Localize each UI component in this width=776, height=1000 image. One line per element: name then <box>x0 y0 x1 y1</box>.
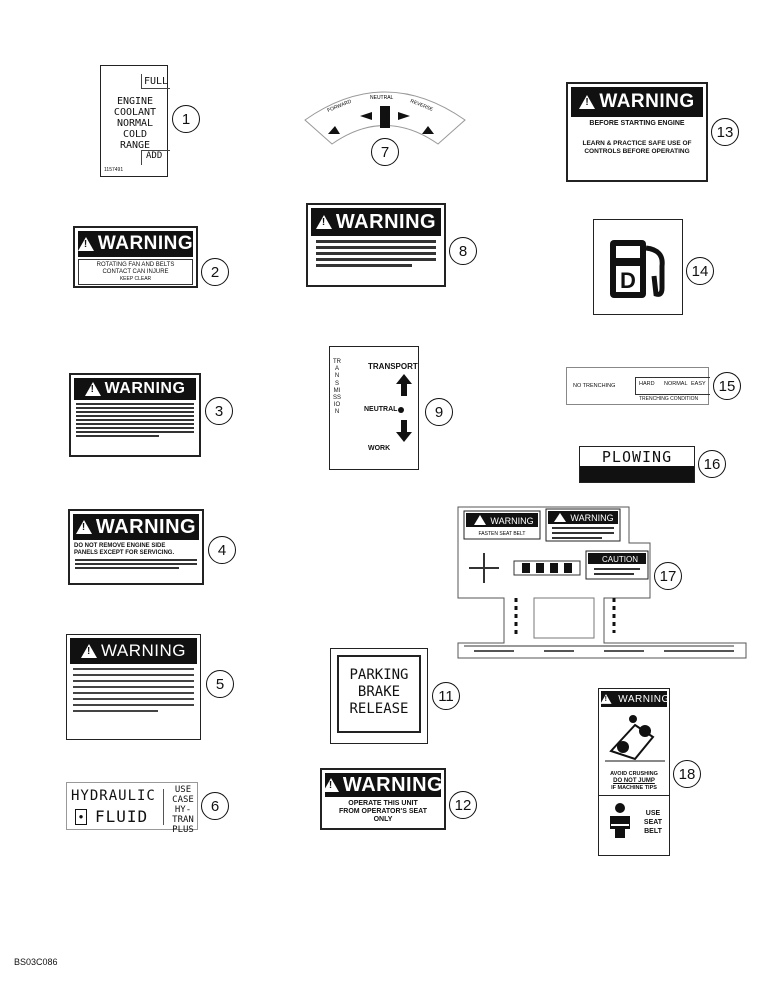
fuel-pump-icon: D <box>610 240 665 298</box>
warning-header: WARNING <box>600 691 669 707</box>
warning-triangle-icon <box>322 778 339 792</box>
warning-decal-2: WARNING ROTATING FAN AND BELTS CONTACT C… <box>73 226 198 288</box>
callout-14: 14 <box>686 257 714 285</box>
warning-decal-4: WARNING DO NOT REMOVE ENGINE SIDE PANELS… <box>68 509 204 585</box>
do-not-jump-label: DO NOT JUMP <box>613 778 655 784</box>
panel-caution: CAUTION <box>602 555 638 564</box>
figure-code: BS03C086 <box>14 957 58 967</box>
if-machine-tips-label: IF MACHINE TIPS <box>611 785 657 791</box>
trenching-condition-label: TRENCHING CONDITION <box>639 396 699 402</box>
hydraulic-fluid-decal: HYDRAULIC ● FLUID USE CASE HY-TRAN PLUS <box>66 782 198 835</box>
callout-3: 3 <box>205 397 233 425</box>
callout-7: 7 <box>371 138 399 166</box>
coolant-full-label: FULL <box>144 76 169 87</box>
control-panel-decal: WARNING FASTEN SEAT BELT WARNING CAUTION <box>457 506 747 659</box>
fluid-drop-icon: ● <box>75 809 87 825</box>
normal-label: NORMAL <box>664 381 688 387</box>
callout-17: 17 <box>654 562 682 590</box>
callout-6: 6 <box>201 792 229 820</box>
warning-triangle-icon <box>315 215 332 229</box>
diesel-fuel-decal: D <box>593 219 683 315</box>
use-seat-belt-label: USE SEAT BELT <box>643 810 663 835</box>
callout-16: 16 <box>698 450 726 478</box>
transmission-vertical-label: TRANSMISSION <box>333 359 342 416</box>
neutral-dot-icon <box>398 407 404 413</box>
warning-text: ROTATING FAN AND BELTS <box>96 262 175 268</box>
trenching-condition-decal: NO TRENCHING HARD NORMAL EASY TRENCHING … <box>566 367 710 405</box>
easy-label: EASY <box>691 381 706 387</box>
no-trenching-label: NO TRENCHING <box>573 383 616 389</box>
warning-decal-3: WARNING <box>69 373 201 457</box>
warning-header: WARNING <box>571 87 703 117</box>
warning-text: KEEP CLEAR <box>119 276 152 282</box>
warning-header: WARNING <box>74 378 196 400</box>
warning-triangle-icon <box>600 694 612 704</box>
callout-9: 9 <box>425 398 453 426</box>
warning-text: LEARN & PRACTICE SAFE USE OF <box>582 140 692 147</box>
callout-4: 4 <box>208 536 236 564</box>
warning-header: WARNING <box>73 514 199 540</box>
warning-text: PANELS EXCEPT FOR SERVICING. <box>74 550 175 556</box>
callout-13: 13 <box>711 118 739 146</box>
warning-triangle-icon <box>80 644 97 658</box>
warning-decal-12: WARNING OPERATE THIS UNIT FROM OPERATOR'… <box>320 768 446 830</box>
warning-text: FROM OPERATOR'S SEAT <box>338 808 427 815</box>
down-arrow-icon <box>396 420 412 442</box>
warning-header: WARNING <box>311 208 441 236</box>
warning-header: WARNING <box>77 231 193 257</box>
coolant-add-label: ADD <box>146 151 163 161</box>
work-label: WORK <box>368 445 391 452</box>
fluid-label: FLUID <box>95 807 149 826</box>
parking-brake-decal: PARKING BRAKE RELEASE <box>330 648 428 744</box>
callout-15: 15 <box>713 372 741 400</box>
callout-5: 5 <box>206 670 234 698</box>
warning-triangle-icon <box>579 95 596 109</box>
callout-11: 11 <box>432 682 460 710</box>
warning-triangle-icon <box>75 520 92 534</box>
diesel-letter: D <box>620 268 636 293</box>
callout-2: 2 <box>201 258 229 286</box>
shuttle-direction-decal: FORWARD NEUTRAL REVERSE <box>304 91 466 145</box>
panel-warning-1: WARNING <box>490 516 533 526</box>
warning-header: WARNING <box>70 638 197 664</box>
plowing-label: PLOWING <box>601 448 673 466</box>
warning-decal-8: WARNING <box>306 203 446 287</box>
coolant-level-decal: FULL ENGINE COOLANT NORMAL COLD RANGE AD… <box>100 65 170 177</box>
callout-1: 1 <box>172 105 200 133</box>
parking-brake-text: PARKING BRAKE RELEASE <box>349 667 409 717</box>
panel-warning-2: WARNING <box>570 513 613 523</box>
warning-decal-13: WARNING BEFORE STARTING ENGINE LEARN & P… <box>566 82 708 182</box>
seated-operator-icon <box>610 803 630 838</box>
transport-label: TRANSPORT <box>368 362 418 371</box>
warning-decal-5: WARNING <box>66 634 201 740</box>
fasten-seat-belt: FASTEN SEAT BELT <box>479 531 526 537</box>
coolant-text: ENGINE COOLANT NORMAL COLD RANGE <box>113 96 157 151</box>
hard-label: HARD <box>639 381 655 387</box>
callout-12: 12 <box>449 791 477 819</box>
warning-triangle-icon <box>84 382 101 396</box>
warning-text: OPERATE THIS UNIT <box>348 800 418 807</box>
warning-text: DO NOT REMOVE ENGINE SIDE <box>74 543 166 549</box>
avoid-crushing-label: AVOID CRUSHING <box>610 771 658 777</box>
warning-triangle-icon <box>77 237 94 251</box>
up-arrow-icon <box>396 374 412 396</box>
use-case-label: USE CASE HY-TRAN PLUS <box>172 785 194 835</box>
neutral-label: NEUTRAL <box>370 95 394 101</box>
warning-text: CONTROLS BEFORE OPERATING <box>584 148 690 155</box>
warning-text: CONTACT CAN INJURE <box>102 269 169 275</box>
callout-18: 18 <box>673 760 701 788</box>
warning-text: ONLY <box>373 816 393 823</box>
transmission-decal: TRANSMISSION TRANSPORT NEUTRAL WORK <box>329 346 419 470</box>
neutral-label: NEUTRAL <box>364 406 398 413</box>
warning-decal-18: WARNING AVOID CRUSHING DO NOT JUMP IF MA… <box>598 688 670 856</box>
part-number: 1157491 <box>104 167 124 173</box>
plowing-decal: PLOWING <box>579 446 695 483</box>
callout-8: 8 <box>449 237 477 265</box>
warning-text: BEFORE STARTING ENGINE <box>589 120 685 127</box>
tipping-machine-icon <box>605 715 665 762</box>
warning-header: WARNING <box>322 773 443 797</box>
hydraulic-label: HYDRAULIC <box>71 788 156 804</box>
